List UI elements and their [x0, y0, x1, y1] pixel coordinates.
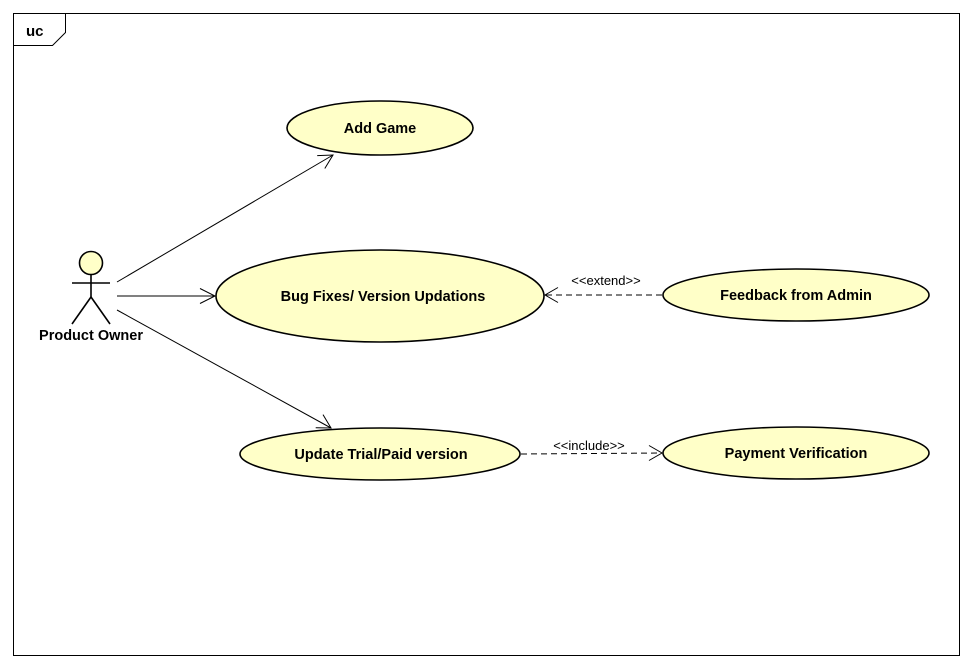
- use-case-feedback[interactable]: Feedback from Admin: [662, 268, 930, 322]
- actor-right-leg: [90, 296, 111, 325]
- frame-tab: [13, 13, 66, 46]
- include-relation: <<include>>: [520, 438, 664, 461]
- use-case-payment[interactable]: Payment Verification: [662, 426, 930, 480]
- use-case-add-game[interactable]: Add Game: [286, 100, 474, 156]
- use-case-add-game-label: Add Game: [344, 121, 417, 137]
- actor-head: [78, 250, 104, 276]
- association-update-trial: [116, 309, 332, 429]
- use-case-bug-fixes-label: Bug Fixes/ Version Updations: [281, 289, 486, 305]
- use-case-feedback-label: Feedback from Admin: [720, 288, 872, 304]
- use-case-update-trial-label: Update Trial/Paid version: [294, 447, 467, 463]
- association-add-game: [116, 154, 334, 283]
- association-bug-fixes: [117, 288, 217, 304]
- extend-relation: <<extend>>: [543, 273, 662, 303]
- diagram-frame: [13, 13, 960, 656]
- extend-stereotype: <<extend>>: [571, 273, 640, 288]
- use-case-payment-label: Payment Verification: [725, 446, 868, 462]
- actor-name: Product Owner: [39, 328, 143, 344]
- actor-left-leg: [71, 296, 92, 325]
- frame-label: uc: [26, 23, 44, 40]
- actor-product-owner[interactable]: Product Owner: [39, 250, 143, 345]
- include-stereotype: <<include>>: [553, 438, 625, 453]
- use-case-update-trial[interactable]: Update Trial/Paid version: [239, 427, 521, 481]
- use-case-bug-fixes[interactable]: Bug Fixes/ Version Updations: [215, 249, 545, 343]
